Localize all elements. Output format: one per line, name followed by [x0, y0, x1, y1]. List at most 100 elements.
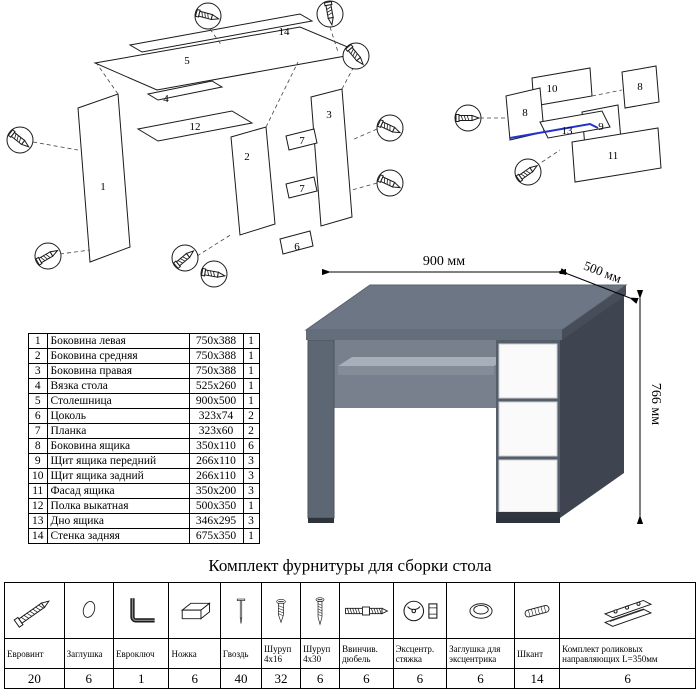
hardware-item-name: Евровинт — [4, 638, 65, 669]
part-name: Щит ящика задний — [46, 468, 190, 484]
part-name: Дно ящика — [46, 513, 190, 529]
part-qty: 1 — [242, 498, 260, 514]
part-label: 11 — [608, 150, 619, 162]
part-num: 3 — [28, 363, 48, 379]
euroscrew-icon — [4, 582, 65, 639]
part-name: Боковина средняя — [46, 348, 190, 364]
part-label: 3 — [326, 109, 332, 121]
part-num: 11 — [28, 483, 48, 499]
part-name: Стенка задняя — [46, 528, 190, 544]
part-num: 7 — [28, 423, 48, 439]
exploded-desk-diagram: 14 5 4 12 2 1 3 7 7 6 — [6, 0, 404, 288]
part-qty: 3 — [242, 513, 260, 529]
part-name: Планка — [46, 423, 190, 439]
hardware-item-name: Ножка — [168, 638, 221, 669]
part-name: Боковина правая — [46, 363, 190, 379]
part-size: 500x350 — [188, 498, 244, 514]
hardware-item-name: Шуруп 4х30 — [300, 638, 341, 669]
part-size: 350x110 — [188, 438, 244, 454]
cap-icon — [63, 582, 114, 639]
part-qty: 1 — [242, 393, 260, 409]
exploded-drawer-diagram: 10 8 8 9 13 11 — [454, 65, 662, 186]
hardware-item-name: Ввинчив. дюбель — [339, 638, 394, 669]
drawer-front — [498, 401, 558, 457]
part-label: 10 — [547, 83, 559, 95]
part-labels: 14 5 4 12 2 1 3 7 7 6 — [100, 26, 332, 253]
part-num: 8 — [28, 438, 48, 454]
part-label: 9 — [598, 121, 604, 133]
part-num: 4 — [28, 378, 48, 394]
part-name: Полка выкатная — [46, 498, 190, 514]
dimension-width-label: 900 мм — [423, 254, 465, 269]
dowel-icon — [513, 582, 561, 639]
hardware-item-qty: 6 — [63, 668, 114, 689]
hardware-section-title: Комплект фурнитуры для сборки стола — [208, 556, 492, 575]
part-num: 10 — [28, 468, 48, 484]
nail-icon — [219, 582, 263, 639]
screw-icon — [261, 582, 302, 639]
hardware-item-name: Гвоздь — [219, 638, 263, 669]
hardware-item-qty: 6 — [168, 668, 221, 689]
cam-cap-icon — [446, 582, 515, 639]
dowel-screw-icon — [339, 582, 394, 639]
part-label: 7 — [299, 135, 305, 147]
part-qty: 2 — [242, 408, 260, 424]
screw-long-icon — [300, 582, 341, 639]
hardware-item-qty: 6 — [392, 668, 448, 689]
leg-icon — [168, 582, 221, 639]
part-num: 13 — [28, 513, 48, 529]
part-size: 266x110 — [188, 468, 244, 484]
part-num: 9 — [28, 453, 48, 469]
part-num: 12 — [28, 498, 48, 514]
camlock-icon — [392, 582, 448, 639]
hardware-item-qty: 6 — [300, 668, 341, 689]
hardware-callouts — [454, 104, 542, 186]
part-label: 5 — [184, 55, 190, 67]
part-qty: 3 — [242, 483, 260, 499]
part-label: 8 — [637, 81, 643, 93]
hardware-item-name: Эксцентр. стяжка — [392, 638, 448, 669]
hardware-item-name: Заглушка — [63, 638, 114, 669]
part-label: 6 — [294, 241, 300, 253]
hardware-item-name: Евроключ — [112, 638, 170, 669]
part-label: 13 — [562, 125, 574, 137]
part-qty: 3 — [242, 453, 260, 469]
part-qty: 1 — [242, 333, 260, 349]
part-qty: 3 — [242, 468, 260, 484]
part-num: 2 — [28, 348, 48, 364]
part-label: 4 — [163, 93, 169, 105]
part-size: 323x74 — [188, 408, 244, 424]
part-num: 5 — [28, 393, 48, 409]
part-label: 7 — [299, 183, 305, 195]
part-size: 350x200 — [188, 483, 244, 499]
dimension-height-label: 766 мм — [648, 383, 663, 425]
desk-body — [304, 284, 628, 523]
part-size: 525x260 — [188, 378, 244, 394]
leader-lines — [480, 89, 623, 167]
part-label: 12 — [190, 121, 201, 133]
part-qty: 1 — [242, 378, 260, 394]
hardware-item-qty: 14 — [513, 668, 561, 689]
drawer-slide-icon — [559, 582, 696, 639]
drawer-slide-rail — [509, 122, 599, 139]
part-size: 750x388 — [188, 363, 244, 379]
part-label: 2 — [244, 151, 250, 163]
hardware-item-qty: 6 — [559, 668, 696, 689]
drawer-front — [498, 459, 558, 513]
hardware-item-name: Заглушка для эксцентрика — [446, 638, 515, 669]
part-name: Боковина ящика — [46, 438, 190, 454]
part-size: 266x110 — [188, 453, 244, 469]
hardware-item-name: Комплект роликовых направляющих L=350мм — [559, 638, 696, 669]
